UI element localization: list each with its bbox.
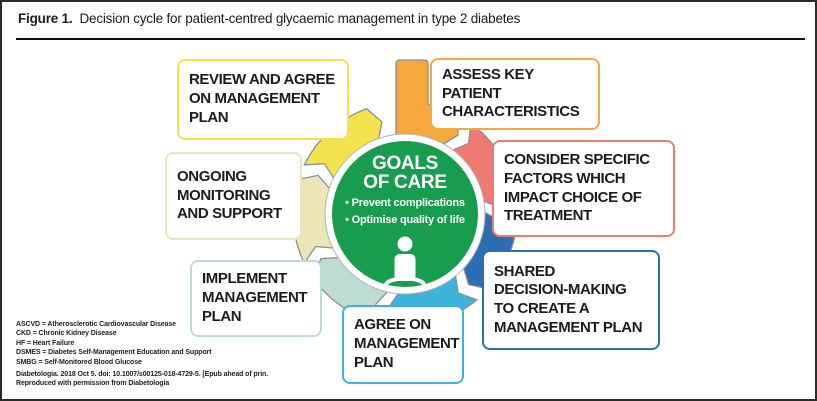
permission-line: Reproduced with permission from Diabetol… bbox=[16, 380, 170, 388]
person-icon bbox=[384, 236, 426, 294]
abbreviation-list: ASCVD = Atherosclerotic Cardiovascular D… bbox=[16, 320, 212, 367]
step-label-line: PLAN bbox=[189, 108, 229, 126]
step-box-agree-plan: AGREE ON MANAGEMENT PLAN bbox=[342, 305, 464, 384]
abbreviation-ckd: CKD = Chronic Kidney Disease bbox=[16, 330, 117, 338]
step-label-line: MONITORING bbox=[177, 186, 271, 204]
abbreviation-ascvd: ASCVD = Atherosclerotic Cardiovascular D… bbox=[16, 321, 176, 328]
step-box-ongoing-monitoring: ONGOING MONITORING AND SUPPORT bbox=[165, 152, 302, 240]
abbreviation-dsmes: DSMES = Diabetes Self-Management Educati… bbox=[16, 349, 212, 357]
step-label-line: PLAN bbox=[202, 307, 242, 325]
step-label-line: FACTORS WHICH bbox=[504, 169, 626, 187]
step-box-shared-decision: SHARED DECISION-MAKING TO CREATE A MANAG… bbox=[482, 250, 660, 350]
step-label-line: AGREE ON bbox=[354, 316, 431, 334]
step-label-line: AND SUPPORT bbox=[177, 205, 282, 223]
step-box-assess-key: ASSESS KEY PATIENT CHARACTERISTICS bbox=[430, 58, 600, 130]
step-label-line: SHARED bbox=[494, 262, 555, 280]
step-box-consider-factors: CONSIDER SPECIFIC FACTORS WHICH IMPACT C… bbox=[492, 140, 675, 237]
step-label-line: CONSIDER SPECIFIC bbox=[504, 151, 650, 168]
source-citation: Diabetologia. 2018 Oct 5. doi: 10.1007/s… bbox=[16, 370, 268, 389]
abbreviation-smbg: SMBG = Self-Monitored Blood Glucose bbox=[16, 358, 142, 366]
step-label-line: TREATMENT bbox=[504, 207, 592, 225]
figure-label: Figure 1. bbox=[18, 11, 73, 26]
step-label-line: REVIEW AND AGREE bbox=[189, 71, 335, 89]
step-label-line: MANAGEMENT PLAN bbox=[494, 318, 643, 336]
step-box-review-and-agree: REVIEW AND AGREE ON MANAGEMENT PLAN bbox=[177, 59, 349, 140]
step-label-line: TO CREATE A bbox=[494, 300, 590, 317]
step-label-line: MANAGEMENT bbox=[202, 289, 308, 307]
abbreviation-hf: HF = Heart Failure bbox=[16, 339, 75, 347]
step-label-line: MANAGEMENT bbox=[354, 335, 460, 353]
step-label-line: ON MANAGEMENT bbox=[189, 90, 320, 108]
step-label-line: CHARACTERISTICS bbox=[442, 103, 580, 121]
figure-title: Figure 1. Decision cycle for patient-cent… bbox=[18, 11, 520, 26]
step-label-line: DECISION-MAKING bbox=[494, 281, 627, 299]
step-label-line: IMPLEMENT bbox=[202, 270, 287, 288]
step-label-line: ASSESS KEY bbox=[442, 65, 534, 83]
step-label-line: PATIENT bbox=[442, 84, 502, 102]
title-divider bbox=[16, 38, 805, 40]
step-box-implement-plan: IMPLEMENT MANAGEMENT PLAN bbox=[190, 260, 322, 337]
goals-circle bbox=[332, 141, 478, 287]
citation-line: Diabetologia. 2018 Oct 5. doi: 10.1007/s… bbox=[16, 371, 269, 378]
step-label-line: ONGOING bbox=[177, 167, 247, 185]
step-label-line: IMPACT CHOICE OF bbox=[504, 188, 642, 206]
figure-title-text: Decision cycle for patient-centred glyca… bbox=[79, 11, 521, 26]
step-label-line: PLAN bbox=[354, 353, 394, 371]
